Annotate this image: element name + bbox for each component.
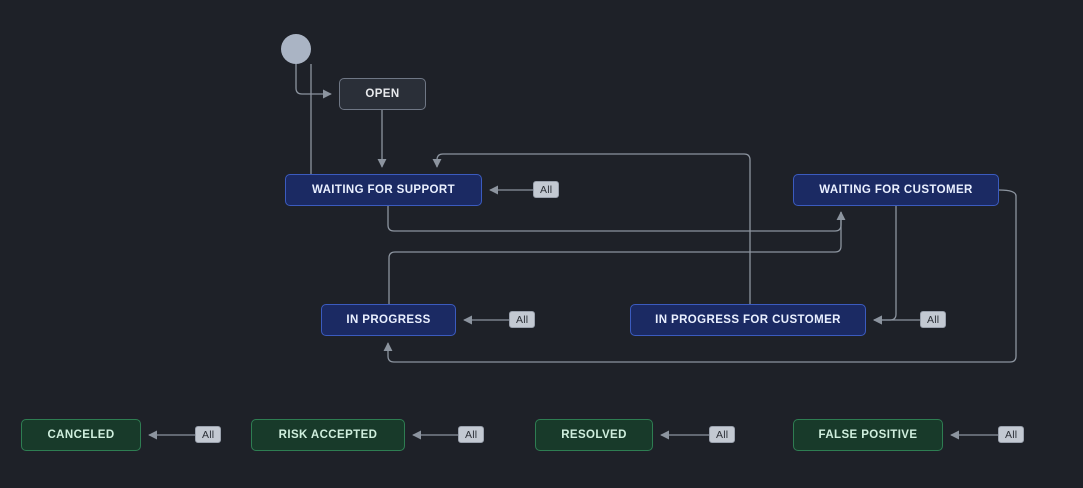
transition-label-all_wait_sup[interactable]: All [533, 181, 560, 198]
start-node[interactable] [281, 34, 311, 64]
status-node-wait_cus[interactable]: WAITING FOR CUSTOMER [793, 174, 999, 206]
status-node-label: RESOLVED [561, 429, 627, 441]
status-node-canceled[interactable]: CANCELED [21, 419, 141, 451]
status-node-label: CANCELED [47, 429, 115, 441]
transition-label-all_risk_acc[interactable]: All [458, 426, 485, 443]
transition-label-all_in_prog[interactable]: All [509, 311, 536, 328]
status-node-in_prog[interactable]: IN PROGRESS [321, 304, 456, 336]
status-node-label: IN PROGRESS FOR CUSTOMER [655, 314, 841, 326]
edge-in-prog-cus-to-wait-support [432, 153, 751, 304]
edge-wait-support-to-wait-customer [387, 205, 846, 232]
transition-label-all_canceled[interactable]: All [195, 426, 222, 443]
edge-start-to-open [295, 64, 332, 99]
status-node-label: OPEN [365, 88, 400, 100]
status-node-label: IN PROGRESS [346, 314, 431, 326]
status-node-in_prog_cus[interactable]: IN PROGRESS FOR CUSTOMER [630, 304, 866, 336]
transition-label-all_in_prog_cus[interactable]: All [920, 311, 947, 328]
edge-wait-customer-to-in-prog [383, 189, 1017, 363]
status-node-label: RISK ACCEPTED [278, 429, 378, 441]
status-node-label: WAITING FOR SUPPORT [311, 184, 456, 196]
status-node-wait_sup[interactable]: WAITING FOR SUPPORT [285, 174, 482, 206]
transition-label-all_false_pos[interactable]: All [998, 426, 1025, 443]
status-node-open[interactable]: OPEN [339, 78, 426, 110]
status-node-risk_acc[interactable]: RISK ACCEPTED [251, 419, 405, 451]
status-node-label: WAITING FOR CUSTOMER [819, 184, 973, 196]
transition-label-all_resolved[interactable]: All [709, 426, 736, 443]
edge-wait-customer-to-in-prog-customer [873, 205, 897, 325]
status-node-resolved[interactable]: RESOLVED [535, 419, 653, 451]
status-node-false_pos[interactable]: FALSE POSITIVE [793, 419, 943, 451]
status-node-label: FALSE POSITIVE [818, 429, 918, 441]
edge-in-prog-to-wait-customer [388, 212, 842, 304]
